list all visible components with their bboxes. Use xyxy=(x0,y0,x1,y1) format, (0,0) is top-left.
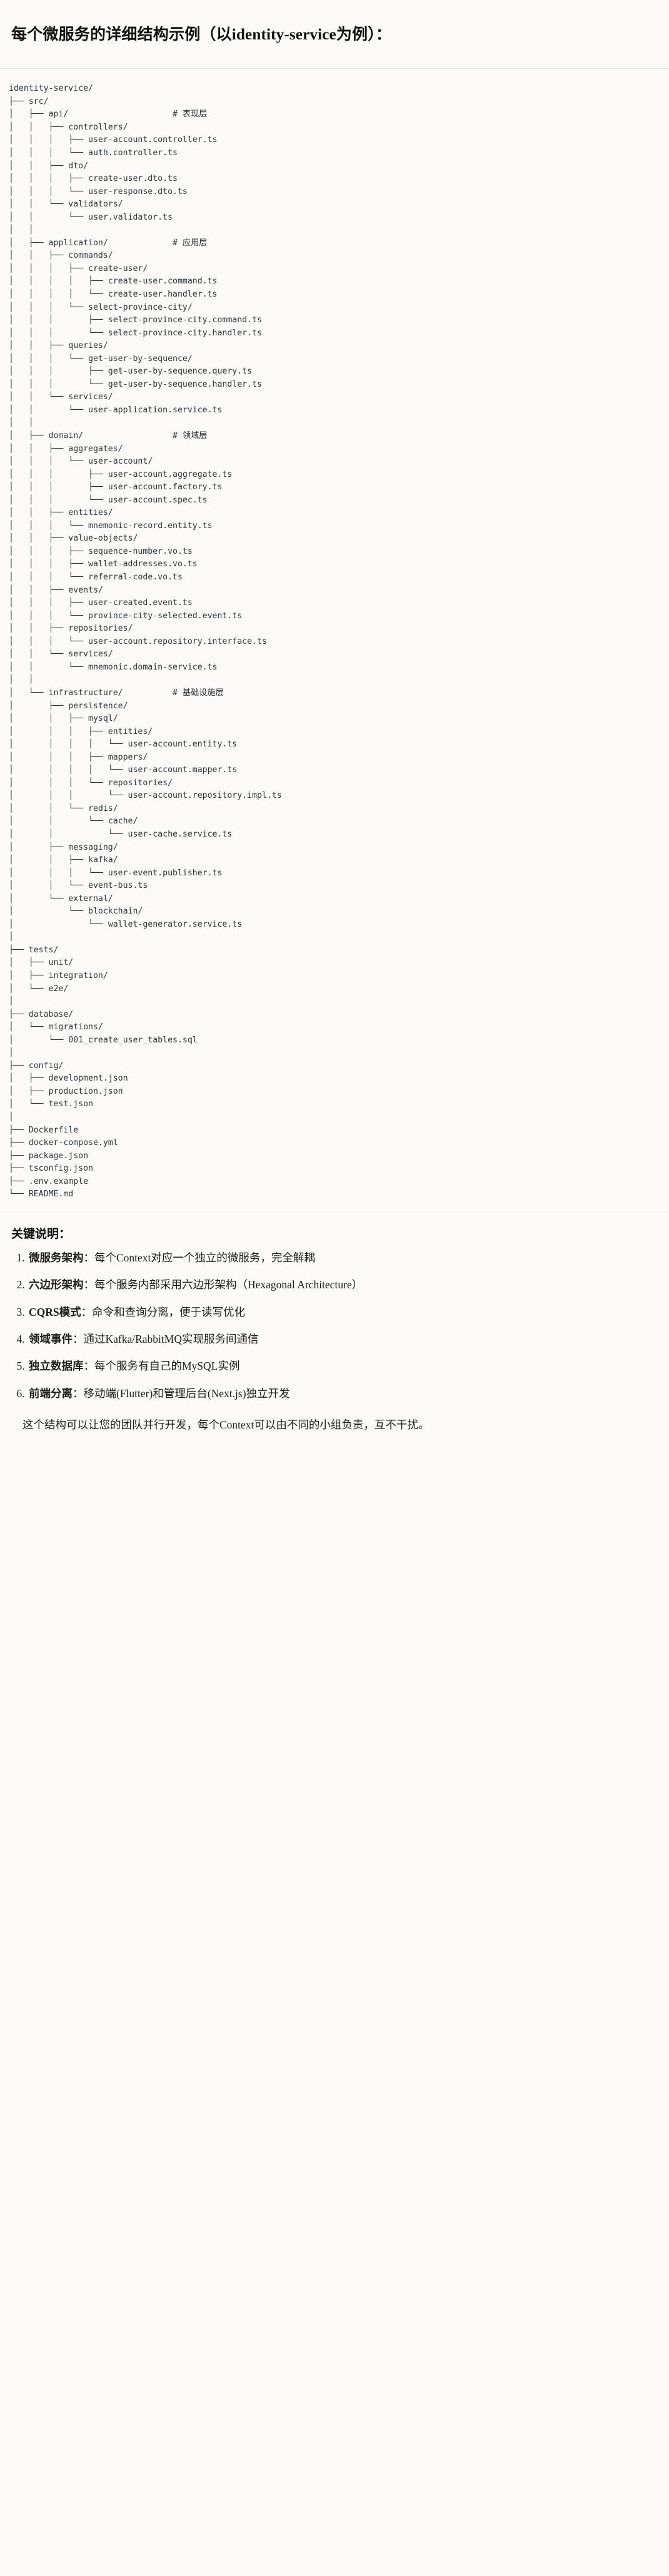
note-desc: ：命令和查询分离，便于读写优化 xyxy=(81,1305,246,1318)
key-notes-section: 关键说明： 微服务架构：每个Context对应一个独立的微服务，完全解耦 六边形… xyxy=(0,1213,669,1456)
page-title: 每个微服务的详细结构示例（以identity-service为例）： xyxy=(11,26,392,43)
closing-paragraph: 这个结构可以让您的团队并行开发，每个Context可以由不同的小组负责，互不干扰… xyxy=(23,1418,430,1432)
note-term: 前端分离 xyxy=(29,1387,73,1400)
note-term: 领域事件 xyxy=(29,1332,73,1345)
note-term: 微服务架构 xyxy=(29,1251,84,1264)
title-divider xyxy=(0,68,669,69)
list-item: 前端分离：移动端(Flutter)和管理后台(Next.js)独立开发 xyxy=(28,1386,658,1402)
key-notes-title: 关键说明： xyxy=(11,1227,71,1241)
list-item: 独立数据库：每个服务有自己的MySQL实例 xyxy=(28,1358,658,1374)
list-item: 微服务架构：每个Context对应一个独立的微服务，完全解耦 xyxy=(28,1250,658,1266)
list-item: 六边形架构：每个服务内部采用六边形架构（Hexagonal Architectu… xyxy=(28,1277,658,1293)
key-notes-list: 微服务架构：每个Context对应一个独立的微服务，完全解耦 六边形架构：每个服… xyxy=(11,1250,658,1402)
note-desc: ：每个Context对应一个独立的微服务，完全解耦 xyxy=(83,1251,315,1264)
note-term: 独立数据库 xyxy=(29,1360,84,1373)
note-term: 六边形架构 xyxy=(29,1278,84,1291)
note-desc: ：每个服务有自己的MySQL实例 xyxy=(83,1360,240,1373)
note-desc: ：通过Kafka/RabbitMQ实现服务间通信 xyxy=(73,1332,259,1345)
note-desc: ：每个服务内部采用六边形架构（Hexagonal Architecture） xyxy=(83,1278,363,1291)
directory-tree-block: identity-service/ ├── src/ │ ├── api/ # … xyxy=(0,69,669,1213)
note-term: CQRS模式 xyxy=(29,1305,81,1318)
list-item: CQRS模式：命令和查询分离，便于读写优化 xyxy=(28,1305,658,1320)
list-item: 领域事件：通过Kafka/RabbitMQ实现服务间通信 xyxy=(28,1331,658,1347)
directory-tree: identity-service/ ├── src/ │ ├── api/ # … xyxy=(9,84,282,1199)
note-desc: ：移动端(Flutter)和管理后台(Next.js)独立开发 xyxy=(73,1387,290,1400)
